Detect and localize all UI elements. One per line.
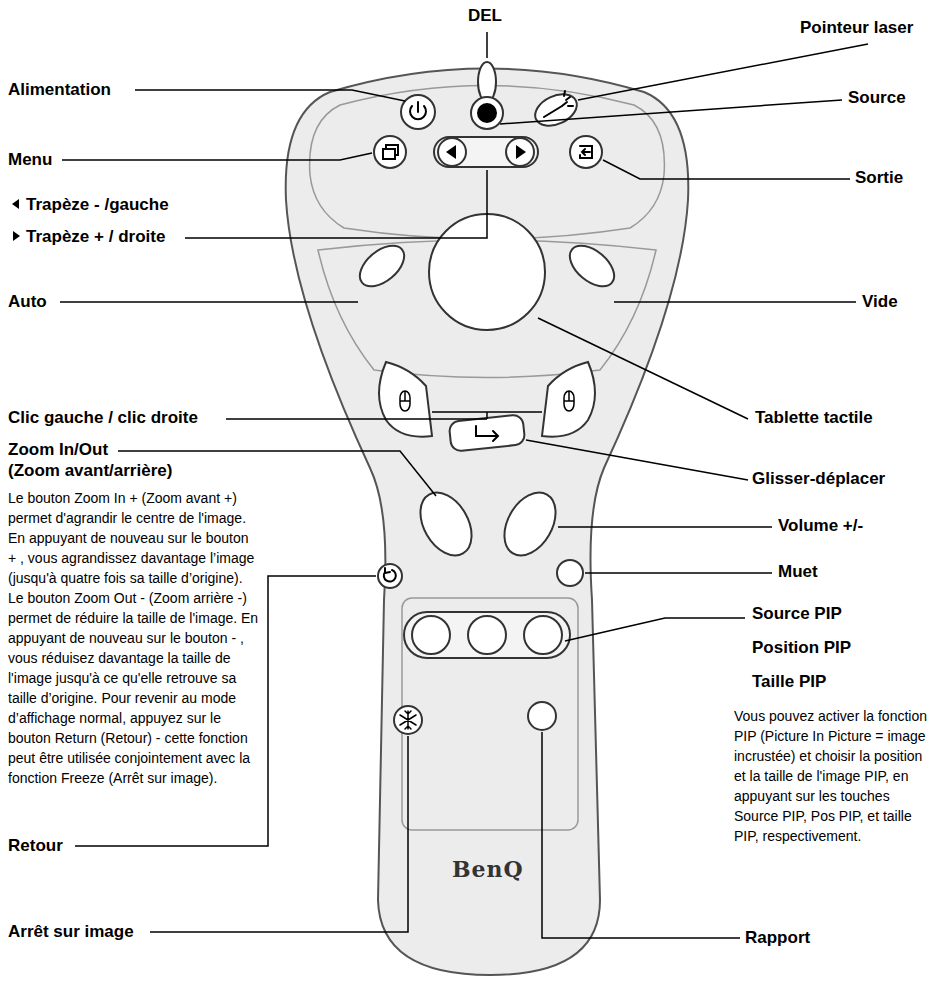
pip-size-button [524,616,562,654]
leader-line [226,412,542,419]
pip-source-button [412,616,450,654]
callout-label: Vide [862,292,898,312]
blank-button [562,238,621,294]
callout-label: Glisser-déplacer [752,469,885,489]
callout-label: Sortie [855,168,903,188]
leader-line [585,572,772,574]
menu-button [374,136,406,168]
snowflake-icon [400,711,416,729]
leader-line [565,618,745,641]
left-button [438,138,466,166]
brand-logo: BenQ [452,856,524,882]
description-text: Vous pouvez activer la fonction PIP (Pic… [734,706,934,846]
keystone-pill [434,137,538,167]
zoom-button [410,484,482,565]
leader-line [558,526,772,528]
leader-line [185,170,487,238]
right-button [506,138,534,166]
callout-label: Menu [8,150,52,170]
callout-label: Position PIP [752,638,851,658]
menu-icon [383,145,398,159]
leader-line [486,32,488,58]
volume-button [494,484,566,565]
callout-label: Source PIP [752,604,842,624]
leader-line [500,100,842,124]
return-icon [384,568,396,582]
callout-label: Pointeur laser [800,18,913,38]
drag-icon [476,426,498,441]
power-icon [410,102,426,119]
callout-label: Zoom In/Out [8,440,108,460]
drag-button [449,414,526,452]
callout-label: Muet [778,562,818,582]
leader-line [62,153,372,160]
report-button [528,702,556,730]
callout-label: Trapèze - /gauche [26,195,169,215]
mouse-icon-right [564,391,574,411]
source-button [471,97,503,129]
source-dot [478,104,496,122]
exit-icon [580,146,592,158]
leader-line [538,318,748,419]
callout-label: Retour [8,836,63,856]
leader-line [526,440,748,480]
laser-button [530,88,582,132]
callout-label: Arrêt sur image [8,922,134,942]
pip-panel [402,598,578,830]
return-button [378,564,402,588]
leader-line [60,301,358,303]
callout-label: Tablette tactile [755,408,873,428]
left-click-button [379,362,432,437]
power-button [401,95,435,129]
exit-button [570,136,602,168]
keystone-left-marker [12,199,19,209]
callout-label: (Zoom avant/arrière) [8,461,172,481]
leader-line [542,732,740,938]
callout-label: Rapport [745,928,810,948]
keystone-right-marker [13,231,20,241]
leader-line [614,301,856,303]
description-text: Le bouton Zoom In + (Zoom avant +) perme… [8,488,260,788]
callout-label: Alimentation [8,80,111,100]
callout-label: Volume +/- [778,516,863,536]
pip-strip [404,612,570,658]
callout-label: Trapèze + / droite [26,227,165,247]
leader-line [135,90,405,101]
pip-position-button [468,616,506,654]
freeze-button [394,706,422,734]
left-arrow [446,145,456,159]
mute-button [557,560,583,586]
leader-line [603,160,850,179]
laser-icon [544,91,573,117]
callout-label: DEL [468,6,502,26]
right-arrow [516,145,526,159]
callout-label: Source [848,88,906,108]
auto-button [352,238,411,294]
callout-label: Auto [8,292,47,312]
mouse-icon-left [400,391,410,411]
right-click-button [542,362,595,437]
callout-label: Clic gauche / clic droite [8,408,198,428]
leader-line [578,44,868,100]
callout-label: Taille PIP [752,672,826,692]
